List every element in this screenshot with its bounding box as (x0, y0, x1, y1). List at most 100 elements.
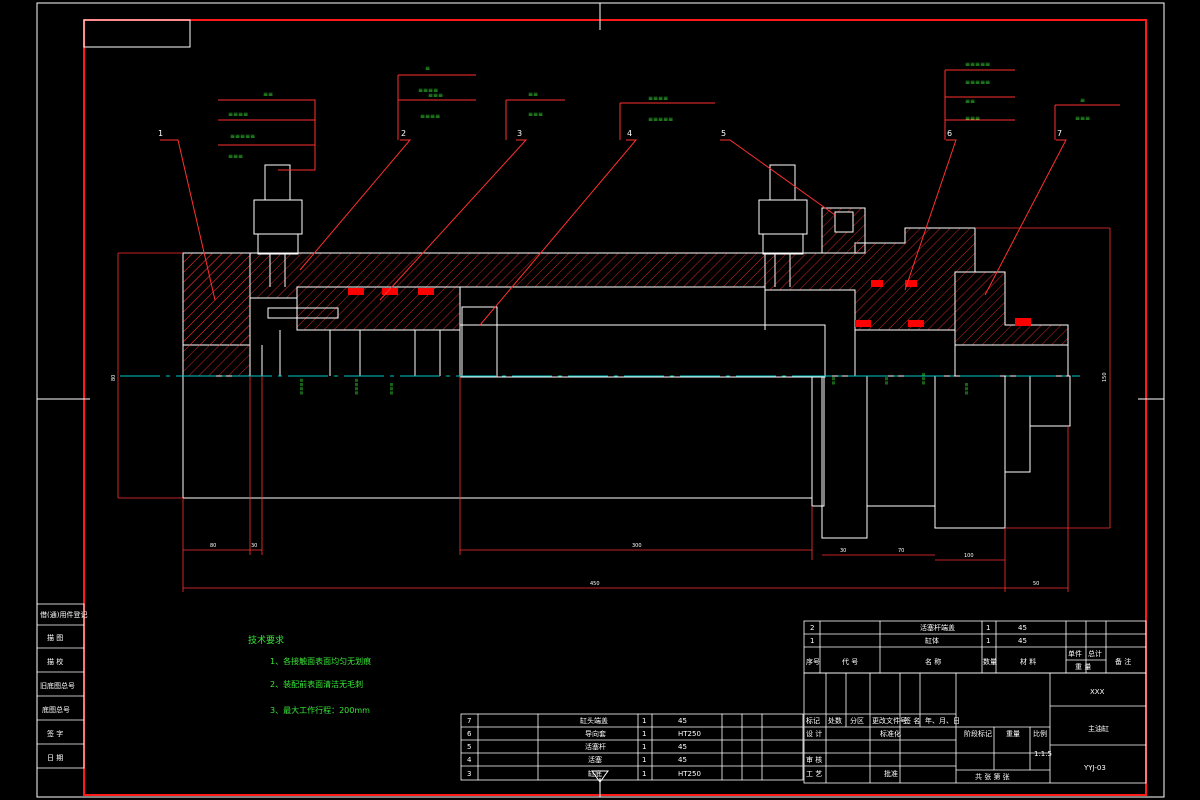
parts-list-upper: 2 活塞杆端盖 1 45 1 缸体 1 45 序号 代 号 名 称 数量 材 料… (803, 620, 1147, 674)
left-sign-strip: 借(通)用件登记 描 图 描 校 旧底图总号 底图总号 签 字 日 期 (36, 603, 87, 769)
tb-role-approve: 批准 (884, 769, 898, 778)
end-cap-left (182, 252, 251, 377)
pl-row1-no: 1 (810, 637, 814, 645)
pl-h-name: 名 称 (925, 657, 941, 666)
pl-h-code: 代 号 (842, 657, 858, 666)
part-balloons: 1 2 3 4 5 6 7 (158, 129, 1062, 138)
pll-3-name: 缸底 (588, 769, 602, 778)
pll-7-mat: 45 (678, 717, 687, 725)
balloon-1: 1 (158, 129, 163, 138)
strip-label-4: 旧底图总号 (40, 681, 75, 690)
tb-drawing-name: 主油缸 (1088, 724, 1109, 733)
balloon-7: 7 (1057, 129, 1062, 138)
dim-7: 50 (1033, 581, 1039, 587)
svg-text:≡≡≡≡≡: ≡≡≡≡≡ (965, 61, 990, 68)
svg-text:≡≡≡≡≡: ≡≡≡≡≡ (230, 133, 255, 140)
dim-6: 450 (590, 581, 600, 587)
pll-4-no: 4 (467, 756, 472, 764)
svg-text:≡≡≡≡: ≡≡≡≡ (418, 87, 438, 94)
pl-h-qty: 数量 (983, 657, 997, 666)
rod-end-cap (954, 271, 1069, 346)
dim-2: 30 (251, 543, 257, 549)
pl-row2-no: 2 (810, 624, 814, 632)
pl-row1-qty: 1 (986, 637, 990, 645)
pl-row1-mat: 45 (1018, 637, 1027, 645)
parts-list-lower: 7 缸头端盖 1 45 6 导向套 1 HT250 5 活塞杆 1 45 4 活… (460, 713, 804, 781)
leader-annotations: ≡≡ ≡≡≡≡ ≡≡≡≡≡ ≡≡≡ ≡ ≡≡≡≡ ≡≡≡ ≡≡≡≡ ≡≡ ≡≡≡… (228, 61, 1090, 160)
tb-weight-label: 重量 (1006, 730, 1020, 738)
strip-label-3: 描 校 (47, 657, 63, 666)
svg-text:≡≡: ≡≡ (263, 91, 273, 98)
pll-7-no: 7 (467, 717, 471, 725)
notes-title: 技术要求 (248, 634, 284, 646)
pll-5-mat: 45 (678, 743, 687, 751)
centre-marker (591, 770, 609, 783)
svg-text:≡≡≡: ≡≡≡ (428, 92, 443, 99)
tb-role-process: 工 艺 (806, 770, 822, 778)
svg-text:≡≡≡≡: ≡≡≡≡ (354, 378, 360, 395)
note-2: 2、装配前表面清洁无毛刺 (270, 679, 363, 689)
diameter-callouts: ≡≡≡≡ ≡≡≡≡ ≡≡≡ ≡≡ ≡≡ ≡≡≡ ≡≡≡ (299, 372, 970, 395)
svg-text:≡≡≡≡: ≡≡≡≡ (299, 378, 305, 395)
dimension-texts: 80 30 300 30 70 450 50 100 80 150 (111, 372, 1108, 587)
code-box (83, 19, 191, 48)
svg-text:≡≡≡≡≡: ≡≡≡≡≡ (965, 79, 990, 86)
pll-3-mat: HT250 (678, 770, 701, 778)
tb-company: XXX (1090, 688, 1105, 696)
svg-text:≡≡≡: ≡≡≡ (1075, 115, 1090, 122)
strip-label-6: 签 字 (47, 729, 63, 738)
tie-rod-nuts (253, 164, 808, 319)
tb-role-check: 审 核 (806, 755, 822, 764)
head-section (764, 227, 976, 331)
svg-text:≡≡≡≡≡: ≡≡≡≡≡ (648, 116, 673, 123)
svg-text:≡≡≡≡: ≡≡≡≡ (420, 113, 440, 120)
pll-7-qty: 1 (642, 717, 646, 725)
strip-label-2: 描 图 (47, 633, 63, 642)
balloon-2: 2 (401, 129, 406, 138)
pl-h-single: 单件 (1068, 649, 1082, 658)
tb-label-mark: 标记 (806, 716, 820, 725)
pll-5-no: 5 (467, 743, 471, 751)
dim-10: 150 (1102, 372, 1108, 382)
balloon-5: 5 (721, 129, 726, 138)
piston-rod-shoulder (461, 306, 498, 378)
tb-scale-value: 1:1.5 (1034, 750, 1052, 758)
tb-label-change: 更改文件号 (872, 716, 907, 725)
balloon-3: 3 (517, 129, 522, 138)
tb-scale-label: 比例 (1033, 729, 1047, 738)
cylinder-assembly (120, 164, 1080, 539)
svg-text:≡≡≡: ≡≡≡ (965, 115, 980, 122)
tb-label-sign: 签 名 (904, 716, 920, 725)
pl-h-total: 总计 (1088, 649, 1102, 658)
svg-text:≡≡: ≡≡ (884, 377, 890, 385)
note-3: 3、最大工作行程：200mm (270, 705, 370, 715)
dim-4: 30 (840, 548, 846, 554)
pll-6-qty: 1 (642, 730, 646, 738)
svg-text:≡≡≡≡: ≡≡≡≡ (228, 111, 248, 118)
technical-notes: 技术要求 1、各接触面表面均匀无划痕 2、装配前表面清洁无毛刺 3、最大工作行程… (248, 634, 371, 715)
svg-text:≡: ≡ (1080, 97, 1085, 104)
svg-text:≡≡≡: ≡≡≡ (228, 153, 243, 160)
tb-sheet-label: 共 张 第 张 (975, 772, 1010, 781)
pl-h-weight: 重 量 (1075, 663, 1091, 671)
pl-row2-name: 活塞杆端盖 (920, 623, 955, 632)
tb-stage-label: 阶段标记 (964, 729, 992, 738)
strip-label-5: 底图总号 (42, 705, 70, 714)
piston-rod (459, 324, 826, 378)
pll-6-no: 6 (467, 730, 472, 738)
tb-role-design: 设 计 (806, 729, 822, 738)
svg-text:≡≡≡: ≡≡≡ (389, 382, 395, 395)
pl-h-mat: 材 料 (1020, 657, 1036, 666)
tb-label-count: 处数 (828, 716, 842, 725)
title-block: 标记 处数 分区 更改文件号 签 名 年、月、日 设 计 审 核 工 艺 标准化… (803, 672, 1147, 784)
pll-5-qty: 1 (642, 743, 646, 751)
lug-hole (834, 211, 854, 233)
pll-5-name: 活塞杆 (585, 742, 606, 751)
pll-4-name: 活塞 (588, 755, 602, 764)
pll-6-mat: HT250 (678, 730, 701, 738)
svg-text:≡≡: ≡≡ (528, 91, 538, 98)
svg-text:≡≡≡: ≡≡≡ (528, 111, 543, 118)
centering-marks (37, 3, 1164, 797)
dimension-lines (117, 227, 1111, 592)
